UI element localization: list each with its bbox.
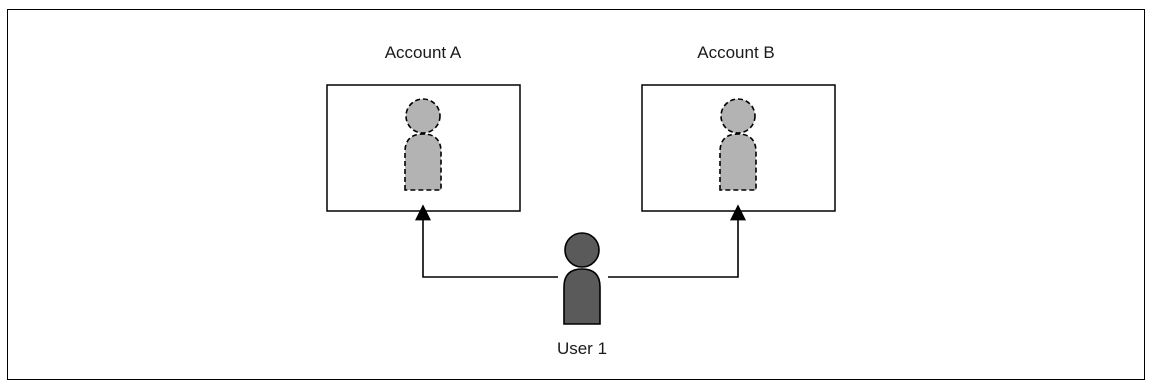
arrow-to-account-b [608,204,746,278]
user-1-label: User 1 [557,339,607,358]
account-a: Account A [326,43,521,212]
user-1: User 1 [557,232,607,358]
person-icon [563,232,601,325]
dashed-person-icon [404,98,442,191]
account-b: Account B [641,43,836,212]
account-a-label: Account A [385,43,462,62]
dashed-person-icon [719,98,757,191]
arrow-to-account-a [415,204,558,278]
account-b-label: Account B [697,43,775,62]
